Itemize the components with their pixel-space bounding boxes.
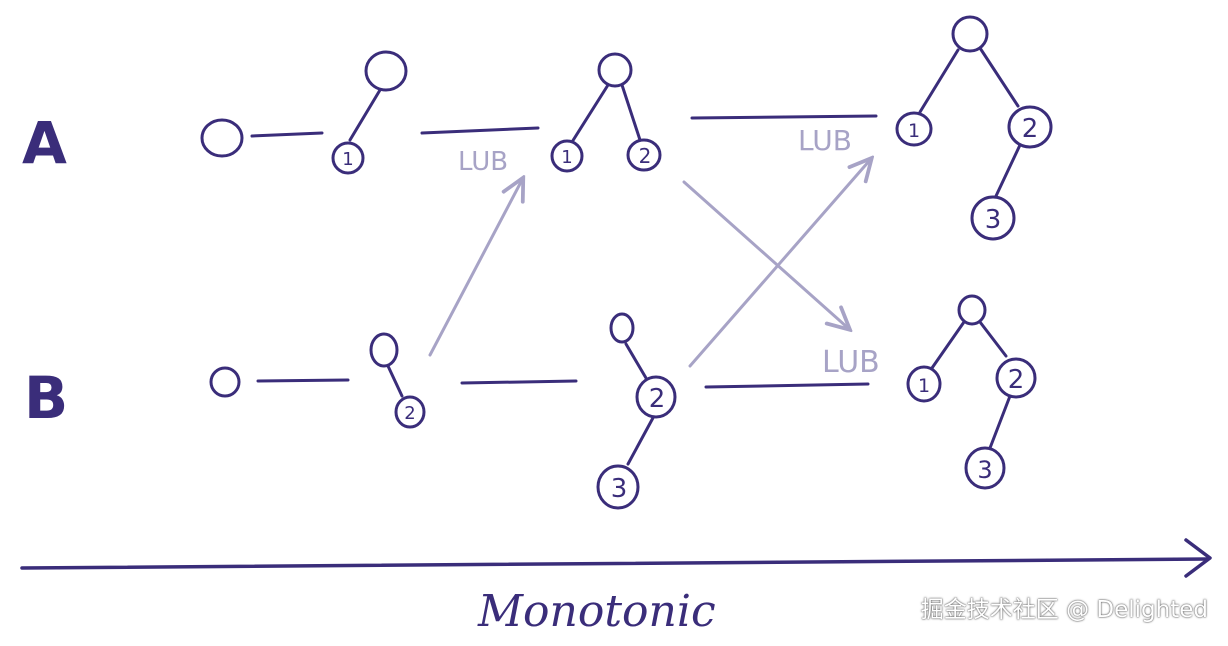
node-number: 3 [977,456,992,484]
progress-line-a2 [420,126,540,135]
progress-line-b1 [256,378,350,383]
node-root [609,312,635,344]
axis-line [20,557,1210,570]
lub-label: LUB [798,124,852,157]
tree-edge [988,394,1012,450]
node-root [369,332,399,368]
progress-line-b3 [704,382,870,389]
node-2 [635,375,677,419]
lub-arrow-a2-to-b3 [682,180,848,328]
row-label-a: A [22,109,67,177]
node-number: 2 [1008,365,1025,395]
state-a1: 1 [331,50,408,175]
progress-line-a3 [690,114,878,120]
node-2 [626,138,662,172]
node-empty [209,366,241,398]
node-1 [895,111,933,147]
axis-arrowhead [1184,538,1212,578]
tree-edge [978,46,1020,108]
tree-edge [386,364,404,398]
lub-arrows [428,160,870,368]
node-number: 2 [404,403,415,424]
tree-edge [918,48,960,114]
lub-arrow-b2-to-a3 [688,160,870,368]
node-number: 3 [611,474,628,504]
axis-label: Monotonic [477,586,716,637]
state-b2: 2 3 [596,312,677,510]
node-number: 1 [342,149,353,170]
lub-label: LUB [458,147,508,177]
node-empty [200,118,244,158]
state-b1: 2 [369,332,426,429]
tree-edge [624,342,648,380]
node-root [951,15,989,53]
state-b3: 1 2 3 [906,294,1037,490]
node-number: 2 [649,384,666,414]
tree-edge [570,83,610,144]
monotonic-axis [20,538,1212,578]
state-a3: 1 2 3 [895,15,1053,241]
state-b0 [209,366,241,398]
node-1 [906,365,942,403]
state-a0 [200,118,244,158]
tree-edge [620,83,642,142]
row-b-states: 2 2 3 1 2 3 [209,294,1037,510]
node-3 [596,464,640,510]
node-number: 2 [1022,114,1039,144]
row-label-b: B [24,364,68,432]
tree-edge [978,320,1008,358]
node-root [597,52,633,88]
lub-arrow-b1-to-a2 [428,180,522,357]
tree-edge [348,88,382,142]
tree-edge [626,414,656,466]
node-2 [995,357,1037,399]
tree-edge [994,143,1022,198]
node-1 [331,141,365,175]
progress-line-a1 [250,131,324,138]
node-root [957,294,987,326]
node-2 [394,395,426,429]
lub-label: LUB [822,345,880,380]
node-number: 3 [985,205,1002,235]
watermark: 掘金技术社区 @ Delighted [920,597,1208,623]
row-a-states: 1 1 2 1 2 3 [200,15,1053,241]
node-number: 1 [561,147,572,168]
node-number: 1 [918,375,930,397]
node-number: 1 [908,120,920,142]
tree-edge [930,320,966,370]
node-1 [550,139,584,173]
node-2 [1007,105,1053,149]
state-a2: 1 2 [550,52,662,173]
node-3 [964,446,1006,490]
node-number: 2 [639,144,652,168]
node-root [364,50,408,92]
node-3 [970,195,1016,241]
progress-line-b2 [460,379,578,385]
